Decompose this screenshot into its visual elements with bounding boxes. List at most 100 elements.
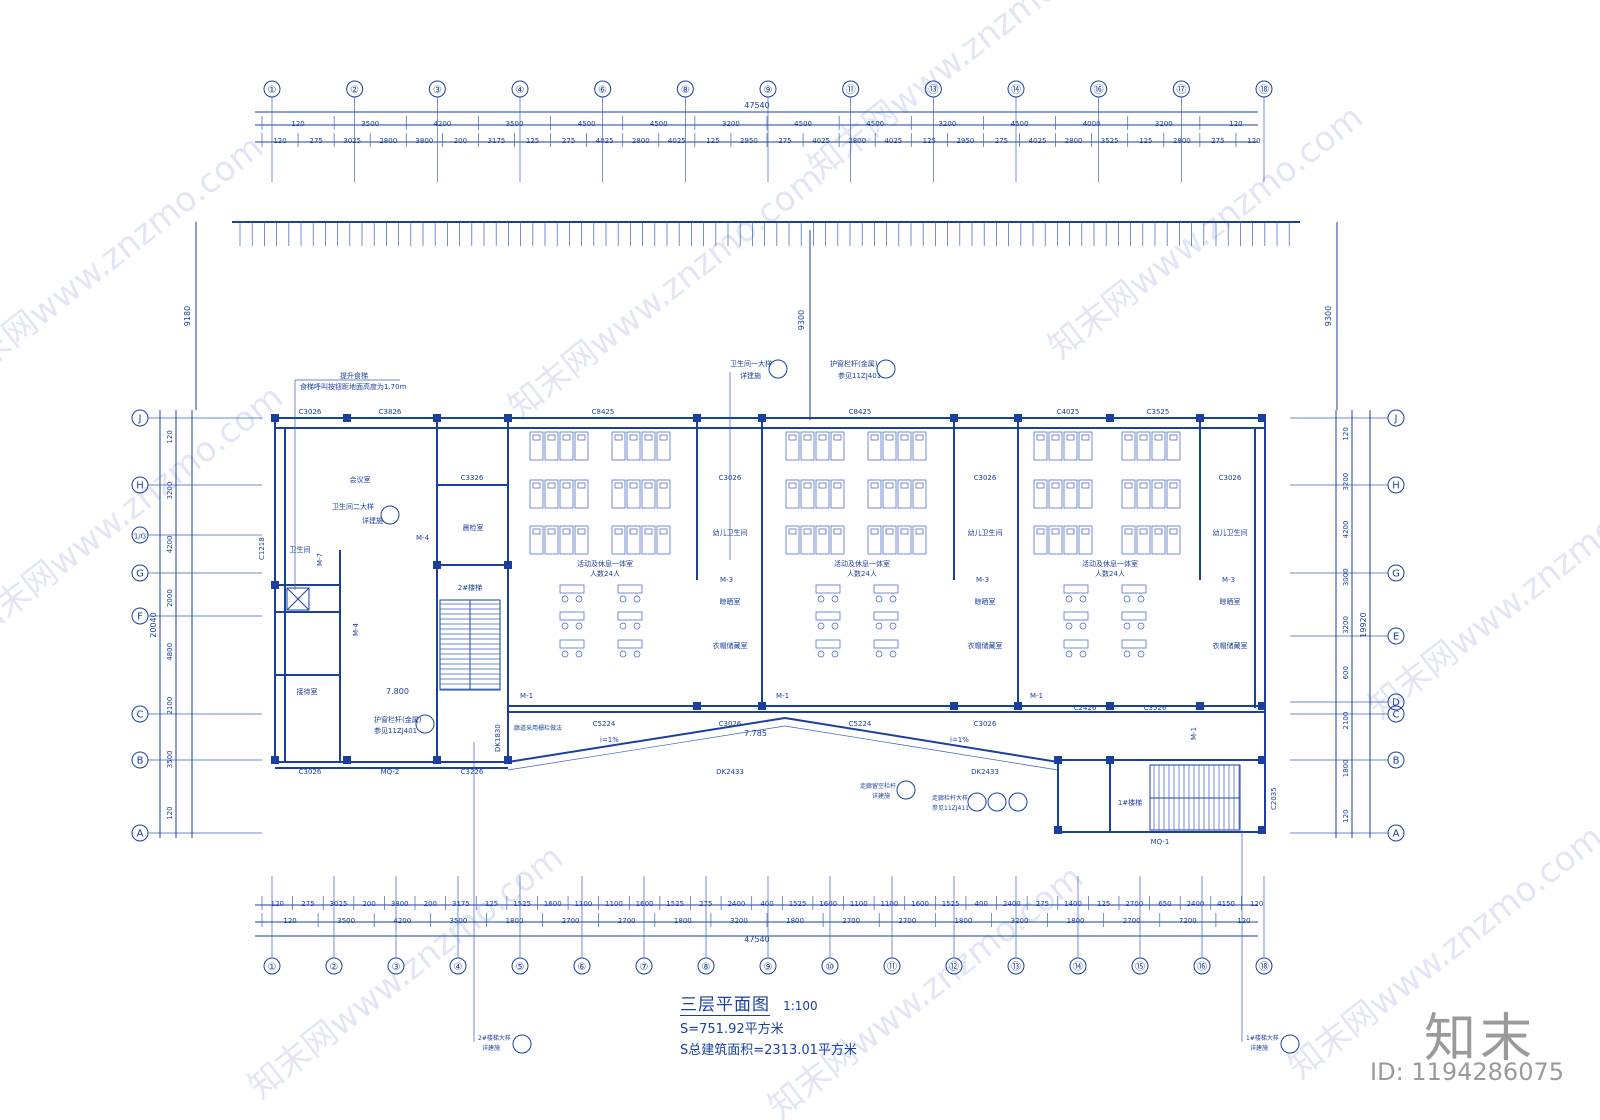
bottom-axis-2: ② [325,876,343,975]
bottom-axis-label: ⑨ [764,962,773,973]
bottom-row2-dim: 1800 [1067,917,1085,925]
left-axis-7: B [131,751,262,769]
window-c8425-a: C8425 [592,408,615,416]
brand-logo: 知末 [1423,1009,1536,1069]
bottom-row2-dim: 1800 [786,917,804,925]
window-c3026-e: C3026 [974,720,997,728]
bottom-axis-13: ⑬ [1007,876,1025,975]
bottom-row1-dim: 1100 [574,900,592,908]
left-upper-dim: 9180 [183,306,192,326]
window-c3026-f: C3026 [719,720,742,728]
left-axis-1: J [131,409,262,427]
left-axis-label: G [136,569,144,580]
top-axis-label: ② [350,85,359,96]
note-guard-rail-left: 护窗栏杆(金属) [374,715,422,724]
stair2-label: 2#楼梯 [458,583,482,592]
bottom-axis-4: ④ [449,876,467,975]
right-dim: 4200 [1342,521,1350,539]
top-row1-dim: 120 [1229,120,1242,128]
right-upper-dim: 9300 [1324,306,1333,326]
left-dim: 4200 [166,535,174,553]
top-row1-dim: 3200 [1155,120,1173,128]
door-m3-a: M-3 [720,576,733,584]
bottom-row1-dim: 650 [1158,900,1171,908]
watermark-text: 知末网www.znzmo.com [1361,457,1600,727]
top-row2-dim: 120 [1247,137,1260,145]
image-id: ID: 1194286075 [1370,1058,1564,1086]
note-elevator-call: 食梯呼叫按钮距地面高度为1.70m [300,382,407,391]
door-m1-a: M-1 [520,692,533,700]
slope-right: i=1% [950,736,969,744]
right-axis-label: J [1394,414,1398,425]
top-axis-label: ⑰ [1176,84,1186,96]
elevation-7785: 7.785 [744,729,767,738]
window-mq1: MQ-1 [1151,838,1170,846]
bottom-dimension-lines: 47540 [255,904,1258,944]
top-row2-dim: 4025 [596,137,614,145]
top-axis-4: ④ [511,80,529,182]
top-axis-label: ⑧ [681,85,690,96]
classroom-furniture [529,431,1181,658]
bottom-row1-dim: 2400 [1187,900,1205,908]
window-c3525: C3525 [1147,408,1170,416]
top-axis-12: ⑰ [1172,80,1190,182]
top-row2-dim: 3025 [343,137,361,145]
top-row1-dim: 4500 [650,120,668,128]
bottom-row1-dim: 125 [1097,900,1110,908]
top-axis-label: ⑭ [1011,84,1021,96]
bottom-axis-8: ⑧ [697,876,715,975]
bottom-axis-label: ⑮ [1135,961,1145,973]
window-c4025: C4025 [1057,408,1080,416]
slope-left: i=1% [600,736,619,744]
bottom-axis-label: ⑭ [1073,961,1083,973]
right-axis-label: E [1393,632,1399,643]
top-row2-dim: 125 [1139,137,1152,145]
top-axis-11: ⑯ [1090,80,1108,182]
window-c3026-d: C3026 [1219,474,1242,482]
bottom-row1-dim: 275 [301,900,314,908]
top-row2-dim: 4025 [1029,137,1047,145]
top-axis-1: ① [263,80,281,182]
room-activity-3: 活动及休息一体室 [1082,559,1138,568]
dumbwaiter-elevator [286,587,310,611]
top-axis-2: ② [346,80,364,182]
room-storage-2: 衣帽储藏室 [968,641,1003,650]
upper-vertical-dims: 9180 9300 9300 [183,222,1338,420]
watermark-text: 知末网www.znzmo.com [1041,97,1371,367]
top-row1-dim: 4500 [866,120,884,128]
bottom-row1-dim: 200 [424,900,437,908]
bottom-axis-14: ⑭ [1069,876,1087,975]
bottom-axis-label: ① [268,962,277,973]
left-dim: 120 [166,430,174,443]
top-row1-dim: 4200 [433,120,451,128]
bottom-row1-dim: 3025 [330,900,348,908]
room-child-toilet-2: 幼儿卫生间 [968,528,1003,537]
top-row1-dim: 4500 [1011,120,1029,128]
structural-columns [271,414,1266,834]
bottom-axis-label: ⑧ [702,962,711,973]
left-axis-6: C [131,705,262,723]
left-dim: 3500 [166,750,174,768]
left-axis-label: A [137,829,144,840]
roof-edge-line [232,221,1300,246]
left-total-dim: 20040 [149,612,158,637]
top-axis-label: ⑯ [1094,84,1104,96]
window-c3526: C3526 [1144,704,1167,712]
note-toilet-detail-1: 卫生间一大样 [730,359,772,368]
bottom-axis-9: ⑨ [759,876,777,975]
bottom-axis-12: ⑫ [945,876,963,975]
room-activity-count-1: 人数24人 [590,569,620,578]
window-c2426: C2426 [1074,704,1097,712]
room-toilet: 卫生间 [290,545,311,554]
note-guard-rail-top: 护窗栏杆(金属) [830,359,878,368]
note-detail-see-a: 详建施 [362,516,383,525]
right-axis-1: J [1290,409,1405,427]
note-guard-rail-ref-left: 参见11ZJ401 [374,726,417,735]
top-row2-dim: 275 [1211,137,1224,145]
note-stair2-detail: 2#楼梯大样 [478,1034,511,1042]
window-tags: C3026 C3826 C8425 C8425 C4025 C3525 C332… [258,408,1278,846]
bottom-row1-dim: 1100 [850,900,868,908]
bottom-axis-label: ⑯ [1197,961,1207,973]
